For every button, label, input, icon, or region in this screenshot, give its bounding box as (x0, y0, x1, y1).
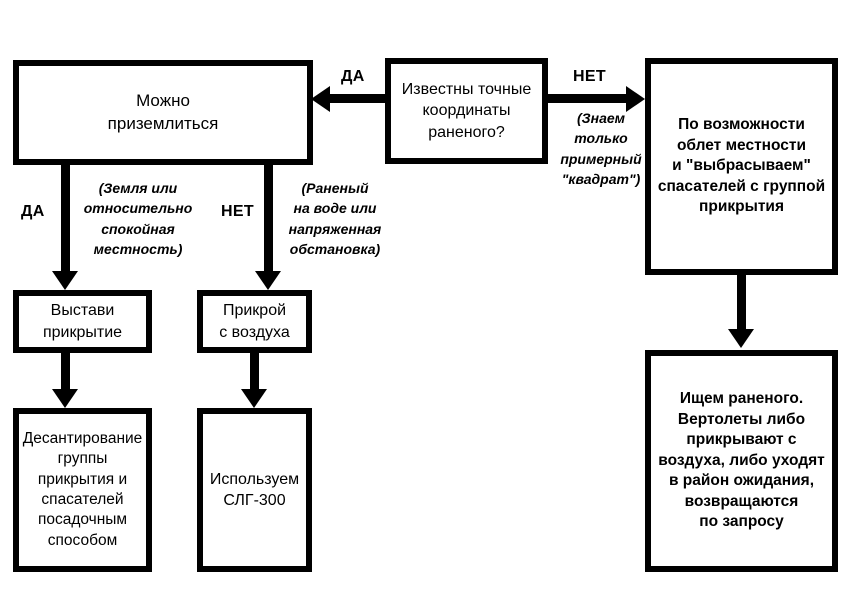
edge-can-land-to-set-cover-line (61, 160, 70, 273)
edge-cover-air-to-slg-arrowhead (241, 389, 267, 408)
edge-question-to-flyover-arrowhead (626, 86, 645, 112)
node-flyover-drop-rescuers[interactable]: По возможности облет местности и "выбрас… (645, 58, 838, 275)
edge-label-can-land-yes: ДА (21, 203, 45, 220)
edge-can-land-to-cover-air-line (264, 160, 273, 273)
edge-cover-air-to-slg-line (250, 351, 259, 391)
node-use-slg-300[interactable]: Используем СЛГ-300 (197, 408, 312, 572)
node-question-label: Известны точные координаты раненого? (401, 81, 532, 141)
node-use-slg-300-label: Используем СЛГ-300 (209, 470, 300, 509)
node-set-cover[interactable]: Выстави прикрытие (13, 290, 152, 353)
edge-label-question-no: НЕТ (573, 68, 606, 85)
edge-question-to-flyover-line (545, 94, 626, 103)
note-ground-or-calm: (Земля или относительно спокойная местно… (83, 180, 193, 257)
node-set-cover-label: Выстави прикрытие (42, 302, 123, 341)
edge-label-question-yes: ДА (341, 68, 365, 85)
note-approximate-square: (Знаем только примерный "квадрат") (560, 110, 642, 187)
node-can-land[interactable]: Можно приземлиться (13, 60, 313, 165)
edge-label-can-land-no: НЕТ (221, 203, 254, 220)
node-can-land-label: Можно приземлиться (107, 91, 219, 133)
node-search-wounded[interactable]: Ищем раненого. Вертолеты либо прикрывают… (645, 350, 838, 572)
node-cover-from-air-label: Прикрой с воздуха (219, 302, 290, 341)
edge-can-land-to-cover-air-arrowhead (255, 271, 281, 290)
node-question-coordinates[interactable]: Известны точные координаты раненого? (385, 58, 548, 164)
edge-question-to-can-land-arrowhead (311, 86, 330, 112)
node-cover-from-air[interactable]: Прикрой с воздуха (197, 290, 312, 353)
edge-set-cover-to-landing-drop-arrowhead (52, 389, 78, 408)
edge-can-land-to-set-cover-arrowhead (52, 271, 78, 290)
edge-question-to-can-land-line (330, 94, 386, 103)
edge-flyover-to-search-line (737, 270, 746, 331)
edge-set-cover-to-landing-drop-line (61, 351, 70, 391)
note-water-or-tense: (Раненый на воде или напряженная обстано… (288, 180, 382, 257)
edge-flyover-to-search-arrowhead (728, 329, 754, 348)
node-landing-drop[interactable]: Десантирование группы прикрытия и спасат… (13, 408, 152, 572)
node-landing-drop-label: Десантирование группы прикрытия и спасат… (22, 429, 143, 549)
node-search-label: Ищем раненого. Вертолеты либо прикрывают… (658, 390, 825, 531)
node-flyover-label: По возможности облет местности и "выбрас… (657, 116, 826, 216)
